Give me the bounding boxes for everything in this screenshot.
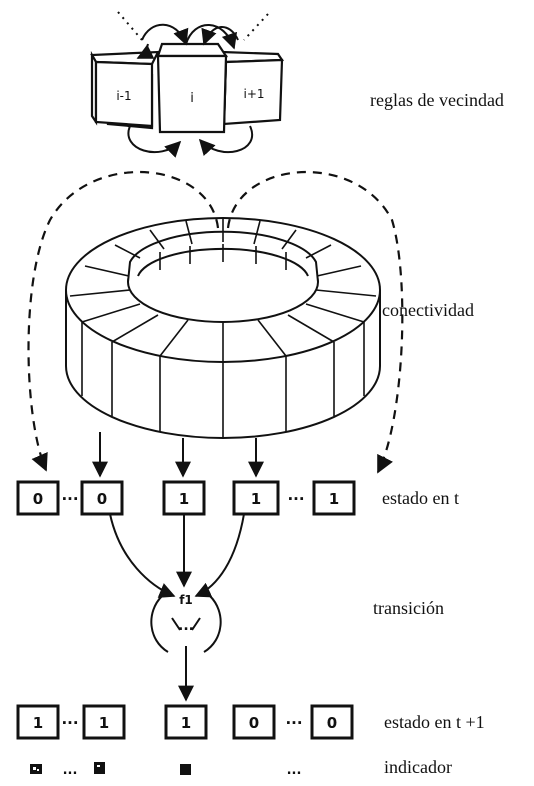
state-t-ellipsis-1: ... <box>61 486 78 504</box>
state-t1-cell-2 <box>82 704 126 740</box>
state-t-value-4: 1 <box>251 490 261 508</box>
cell-left-label: i-1 <box>116 89 131 103</box>
state-t1-value-3: 1 <box>181 714 191 732</box>
neighborhood-cells: i-1 i+1 i <box>90 42 285 134</box>
indicator-mark-2 <box>94 762 105 774</box>
label-state-t1: estado en t +1 <box>384 712 485 732</box>
transition-dots: ... <box>178 618 194 634</box>
state-t-value-2: 0 <box>97 490 107 508</box>
transition-node: ... f1 <box>150 593 222 653</box>
indicator-mark-3 <box>180 764 191 775</box>
state-t-value-1: 0 <box>33 490 43 508</box>
state-t1-ellipsis-2: ... <box>285 710 302 728</box>
state-t-ellipsis-2: ... <box>287 486 304 504</box>
indicator-ellipsis-1: ... <box>63 763 78 778</box>
label-indicator: indicador <box>384 757 452 777</box>
label-neighborhood-rules: reglas de vecindad <box>370 90 504 110</box>
state-t-cell-4 <box>232 480 280 516</box>
state-t1-row: 1 1 1 0 0 ... ... <box>16 704 354 740</box>
connectivity-dashed-arrows <box>27 170 404 474</box>
state-t-value-5: 1 <box>329 490 339 508</box>
cell-center-label: i <box>190 91 194 106</box>
cell-center: i <box>156 42 229 134</box>
state-t-cell-1 <box>16 480 60 516</box>
label-transition: transición <box>373 598 444 618</box>
indicator-row: ... ... <box>30 762 301 778</box>
transition-arrows <box>109 513 245 702</box>
state-t1-value-2: 1 <box>99 714 109 732</box>
state-t-cell-5 <box>312 480 356 516</box>
torus-to-state-arrows <box>92 432 264 478</box>
indicator-ellipsis-2: ... <box>287 763 302 778</box>
state-t-cell-2 <box>80 480 124 516</box>
label-connectivity: conectividad <box>382 300 474 320</box>
indicator-mark-1 <box>30 764 42 774</box>
state-t1-cell-3 <box>164 704 208 740</box>
state-t1-value-1: 1 <box>33 714 43 732</box>
state-t1-ellipsis-1: ... <box>61 710 78 728</box>
state-t1-value-4: 0 <box>249 714 259 732</box>
cell-right: i+1 <box>218 50 285 126</box>
cell-left: i-1 <box>90 50 160 130</box>
torus-segments <box>69 218 377 438</box>
state-t1-cell-4 <box>232 704 276 740</box>
label-state-t: estado en t <box>382 488 459 508</box>
state-t1-cell-1 <box>16 704 60 740</box>
state-t-value-3: 1 <box>179 490 189 508</box>
state-t1-value-5: 0 <box>327 714 337 732</box>
cell-right-label: i+1 <box>243 87 264 101</box>
state-t-row: 0 0 1 1 1 ... ... <box>16 480 356 516</box>
state-t1-cell-5 <box>310 704 354 740</box>
neighborhood-arrows <box>117 11 269 158</box>
transition-function-label: f1 <box>179 593 193 607</box>
